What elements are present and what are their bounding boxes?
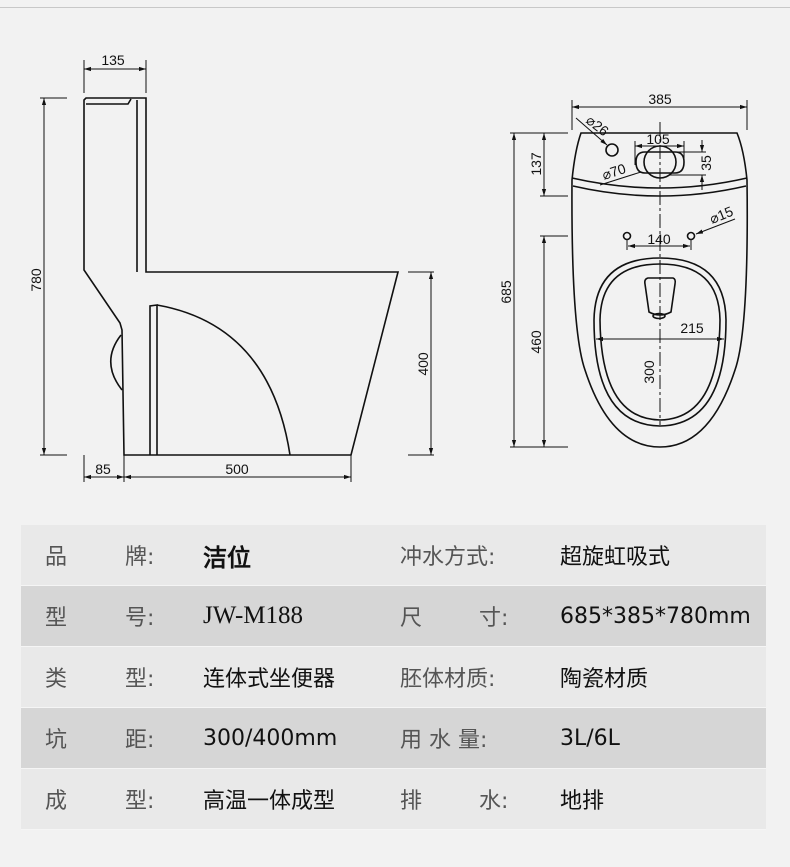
toilet-top-outline [571, 132, 749, 448]
spec-label: 型 [45, 606, 68, 631]
tank-lid-line [86, 98, 132, 105]
dim-seat-height: 400 [415, 352, 431, 376]
dim-tank-depth: 135 [101, 52, 125, 68]
top-view: 385 ⌀26 105 35 ⌀70 685 137 460 ⌀15 140 2… [498, 91, 749, 448]
spec-row: 类 型: 连体式坐便器 胚体材质: 陶瓷材质 [21, 647, 766, 708]
spec-value-model: JW-M188 [203, 602, 303, 629]
dim-bowl-width: 215 [680, 320, 704, 336]
spec-label: 冲水方式: [400, 545, 496, 570]
spec-label: 类 [45, 667, 68, 692]
dim-button-height: 35 [698, 155, 714, 171]
dim-rear-offset: 85 [95, 461, 111, 477]
dim-total-height: 780 [28, 268, 44, 292]
side-view: 135 780 400 85 500 [28, 52, 434, 482]
dim-width: 385 [648, 91, 672, 107]
dim-base-length: 500 [225, 461, 249, 477]
bowl-rim-outer [593, 257, 727, 427]
spec-row: 型 号: JW-M188 尺 寸: 685*385*780mm [21, 586, 766, 647]
drain-outlet [644, 277, 677, 316]
inlet-hole-icon [605, 143, 619, 157]
spec-value: 3L/6L [560, 725, 620, 751]
spec-value: 连体式坐便器 [203, 667, 336, 692]
toilet-side-outline [83, 97, 400, 456]
spec-value: 超旋虹吸式 [560, 545, 671, 570]
spec-row: 坑 距: 300/400mm 用 水 量: 3L/6L [21, 708, 766, 769]
spec-label: 用 水 量: [400, 728, 488, 753]
flush-button-outline [635, 151, 685, 174]
top-divider [0, 7, 790, 8]
dim-inlet-dia: ⌀26 [583, 112, 612, 140]
dim-total-length: 685 [498, 280, 514, 304]
spec-table: 品 牌: 洁位 冲水方式: 超旋虹吸式 型 号: JW-M188 尺 寸: 68… [21, 525, 766, 830]
dim-button-dia: ⌀70 [600, 160, 628, 183]
spec-label: 号: [125, 606, 155, 631]
technical-drawing: 135 780 400 85 500 385 ⌀26 [28, 52, 749, 482]
spec-label: 距: [125, 728, 155, 753]
spec-label: 寸: [479, 606, 509, 631]
spec-label: 尺 [400, 606, 423, 631]
spec-row: 成 型: 高温一体成型 排 水: 地排 [21, 769, 766, 830]
spec-value: 陶瓷材质 [560, 667, 649, 692]
spec-label: 坑 [45, 728, 68, 753]
spec-label: 型: [125, 789, 155, 814]
bolt-hole-right [686, 231, 696, 241]
spec-label: 成 [45, 789, 68, 814]
trap-outlet [110, 334, 123, 391]
dim-bolt-dia: ⌀15 [707, 203, 735, 227]
spec-label: 品 [45, 545, 68, 570]
trapway-curve [156, 304, 291, 456]
dim-button-span: 105 [646, 131, 670, 147]
spec-value: 高温一体成型 [203, 789, 336, 814]
spec-label: 水: [479, 789, 509, 814]
spec-value-brand: 洁位 [203, 542, 251, 572]
dim-bowl-length: 460 [528, 330, 544, 354]
dim-rough-in: 300 [641, 360, 657, 384]
dim-bolt-spacing: 140 [647, 231, 671, 247]
spec-row: 品 牌: 洁位 冲水方式: 超旋虹吸式 [21, 525, 766, 586]
spec-label: 牌: [125, 545, 155, 570]
spec-label: 排 [400, 789, 423, 814]
dim-tank-depth-top: 137 [528, 152, 544, 176]
spec-value: 685*385*780mm [560, 603, 751, 629]
spec-label: 型: [125, 667, 155, 692]
bolt-hole-left [622, 231, 632, 241]
spec-value: 300/400mm [203, 725, 338, 751]
spec-value: 地排 [560, 789, 605, 814]
spec-label: 胚体材质: [400, 667, 496, 692]
base-inner-strip [149, 304, 158, 455]
bowl-rim-inner [599, 263, 721, 421]
